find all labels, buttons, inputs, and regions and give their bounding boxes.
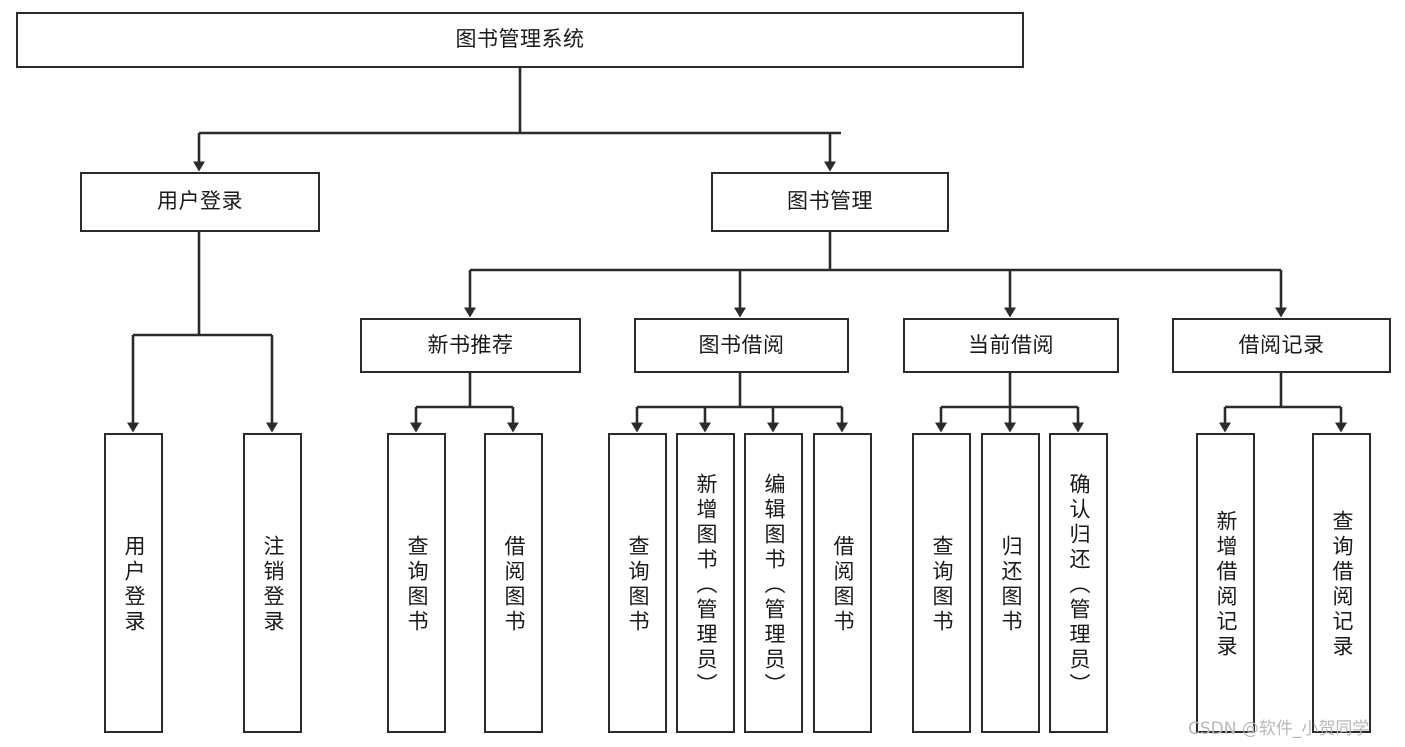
- node-leaf-user-login[interactable]: 用户登录: [104, 433, 163, 733]
- node-leaf-logout[interactable]: 注销登录: [243, 433, 302, 733]
- node-root[interactable]: 图书管理系统: [16, 12, 1024, 68]
- node-leaf-logout-label: 注销登录: [261, 535, 285, 635]
- node-leaf-query-record-label: 查询借阅记录: [1330, 510, 1354, 660]
- node-leaf-query-book-2-label: 查询图书: [626, 535, 650, 635]
- node-leaf-borrow-book-2[interactable]: 借阅图书: [813, 433, 872, 733]
- node-leaf-add-book-label: 新增图书（管理员）: [694, 472, 718, 698]
- node-current-borrow[interactable]: 当前借阅: [903, 318, 1119, 373]
- node-borrow-record-label: 借阅记录: [1238, 332, 1325, 357]
- node-book-borrow-label: 图书借阅: [698, 332, 785, 357]
- node-new-book-recommend[interactable]: 新书推荐: [360, 318, 581, 373]
- node-current-borrow-label: 当前借阅: [968, 332, 1054, 357]
- node-new-book-recommend-label: 新书推荐: [427, 332, 514, 357]
- node-leaf-confirm-return[interactable]: 确认归还（管理员）: [1049, 433, 1108, 733]
- node-leaf-query-book-3-label: 查询图书: [930, 535, 954, 635]
- node-leaf-add-book[interactable]: 新增图书（管理员）: [676, 433, 735, 733]
- node-user-login-label: 用户登录: [157, 189, 243, 214]
- node-book-manage[interactable]: 图书管理: [711, 172, 949, 232]
- node-leaf-confirm-return-label: 确认归还（管理员）: [1067, 472, 1091, 698]
- node-leaf-borrow-book-2-label: 借阅图书: [831, 535, 855, 635]
- node-leaf-edit-book[interactable]: 编辑图书（管理员）: [744, 433, 803, 733]
- node-leaf-return-book-label: 归还图书: [999, 535, 1023, 635]
- node-leaf-return-book[interactable]: 归还图书: [981, 433, 1040, 733]
- node-book-manage-label: 图书管理: [787, 189, 873, 214]
- node-book-borrow[interactable]: 图书借阅: [634, 318, 849, 373]
- node-leaf-query-record[interactable]: 查询借阅记录: [1312, 433, 1371, 733]
- node-leaf-user-login-label: 用户登录: [122, 535, 146, 635]
- node-user-login[interactable]: 用户登录: [80, 172, 320, 232]
- node-leaf-query-book-1[interactable]: 查询图书: [387, 433, 446, 733]
- node-leaf-query-book-1-label: 查询图书: [405, 535, 429, 635]
- node-root-label: 图书管理系统: [455, 27, 585, 52]
- node-leaf-query-book-2[interactable]: 查询图书: [608, 433, 667, 733]
- node-borrow-record[interactable]: 借阅记录: [1172, 318, 1391, 373]
- node-leaf-add-record-label: 新增借阅记录: [1214, 510, 1238, 660]
- csdn-watermark: CSDN @软件_小贺同学: [1188, 719, 1370, 739]
- node-leaf-borrow-book-1[interactable]: 借阅图书: [484, 433, 543, 733]
- node-leaf-edit-book-label: 编辑图书（管理员）: [762, 472, 786, 698]
- node-leaf-add-record[interactable]: 新增借阅记录: [1196, 433, 1255, 733]
- node-leaf-borrow-book-1-label: 借阅图书: [502, 535, 526, 635]
- node-leaf-query-book-3[interactable]: 查询图书: [912, 433, 971, 733]
